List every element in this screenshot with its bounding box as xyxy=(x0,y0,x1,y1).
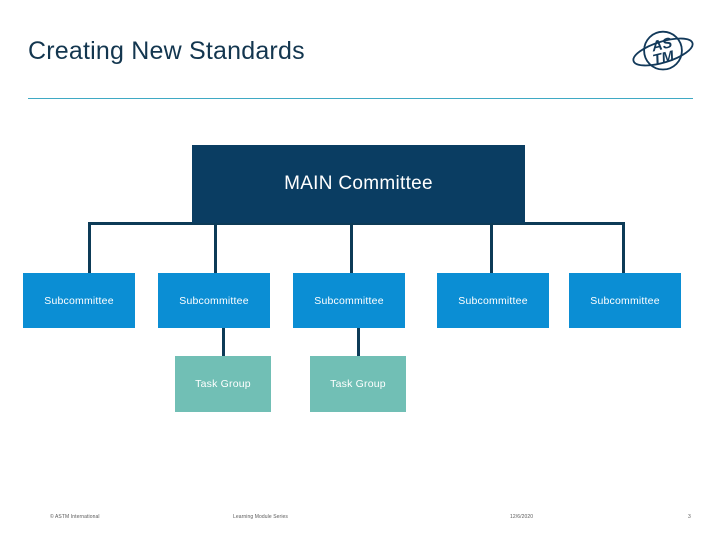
node-subcommittee-3[interactable]: Subcommittee xyxy=(293,273,405,328)
node-task-group-1[interactable]: Task Group xyxy=(175,356,271,412)
connector-vertical-sub-1 xyxy=(88,222,91,275)
connector-vertical-sub-3 xyxy=(350,222,353,275)
footer-date: 12/6/2020 xyxy=(510,514,534,520)
node-subcommittee-5[interactable]: Subcommittee xyxy=(569,273,681,328)
connector-vertical-task-2 xyxy=(357,326,360,358)
title-divider xyxy=(28,98,693,99)
footer-page-number: 3 xyxy=(688,514,691,520)
connector-horizontal-main xyxy=(88,222,625,225)
footer-series: Learning Module Series xyxy=(233,514,289,520)
org-chart: MAIN Committee Subcommittee Subcommittee… xyxy=(23,145,681,412)
svg-text:AS: AS xyxy=(649,35,674,55)
footer-copyright: © ASTM International xyxy=(50,514,100,520)
connector-vertical-sub-2 xyxy=(214,222,217,275)
astm-logo-icon: AS TM xyxy=(628,24,698,80)
node-subcommittee-1[interactable]: Subcommittee xyxy=(23,273,135,328)
node-main-committee[interactable]: MAIN Committee xyxy=(192,145,525,223)
node-task-group-2[interactable]: Task Group xyxy=(310,356,406,412)
connector-vertical-sub-4 xyxy=(490,222,493,275)
connector-vertical-task-1 xyxy=(222,326,225,358)
connector-vertical-sub-5 xyxy=(622,222,625,275)
svg-text:TM: TM xyxy=(651,48,676,69)
slide-footer: © ASTM International Learning Module Ser… xyxy=(0,500,720,540)
page-title: Creating New Standards xyxy=(28,37,305,65)
node-subcommittee-4[interactable]: Subcommittee xyxy=(437,273,549,328)
node-subcommittee-2[interactable]: Subcommittee xyxy=(158,273,270,328)
